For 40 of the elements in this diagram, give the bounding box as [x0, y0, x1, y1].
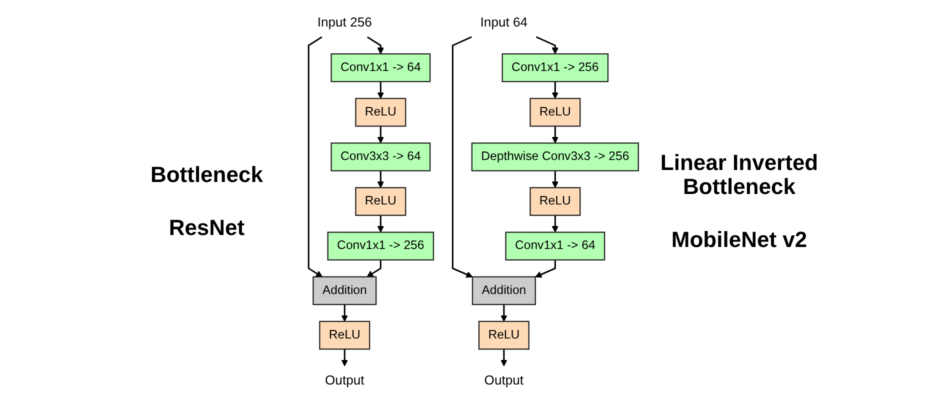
- network-name: MobileNet v2: [671, 228, 808, 252]
- arrow: [536, 36, 558, 54]
- block-name: Linear Inverted Bottleneck: [659, 151, 820, 200]
- node-box: ReLU: [478, 320, 530, 350]
- arrow: [376, 170, 384, 188]
- arrow: [552, 170, 558, 188]
- node-box: ReLU: [529, 187, 580, 216]
- arrow: [376, 82, 384, 99]
- node-box: Depthwise Conv3x3 -> 256: [471, 142, 639, 172]
- arrow: [376, 215, 384, 233]
- arrow: [308, 36, 322, 278]
- arrow: [500, 349, 508, 366]
- node-box: ReLU: [529, 98, 580, 127]
- node-text: Output: [324, 372, 364, 388]
- node-box: Conv1x1 -> 256: [501, 53, 608, 82]
- arrow: [376, 126, 384, 144]
- node-box: Conv1x1 -> 64: [330, 53, 430, 82]
- arrow: [552, 82, 558, 99]
- node-box: Addition: [472, 276, 536, 306]
- node-box: ReLU: [354, 187, 406, 216]
- node-box: Conv3x3 -> 64: [330, 142, 430, 172]
- network-name: ResNet: [168, 216, 245, 240]
- node-text: Input 256: [317, 15, 372, 30]
- node-box: Conv1x1 -> 256: [326, 232, 434, 260]
- node-box: Addition: [312, 276, 376, 306]
- node-text: Input 64: [480, 15, 528, 30]
- arrow: [452, 36, 472, 278]
- arrow: [552, 126, 558, 144]
- arrow: [366, 260, 382, 278]
- arrow: [552, 215, 558, 233]
- arrow: [340, 304, 348, 322]
- arrow: [534, 260, 556, 278]
- arrow: [500, 304, 508, 322]
- node-text: Output: [484, 372, 524, 388]
- node-box: ReLU: [354, 98, 406, 127]
- node-box: Conv1x1 -> 64: [504, 232, 605, 260]
- arrow: [366, 36, 384, 54]
- block-name: Bottleneck: [150, 163, 263, 188]
- node-box: ReLU: [318, 320, 370, 350]
- arrow: [340, 349, 348, 366]
